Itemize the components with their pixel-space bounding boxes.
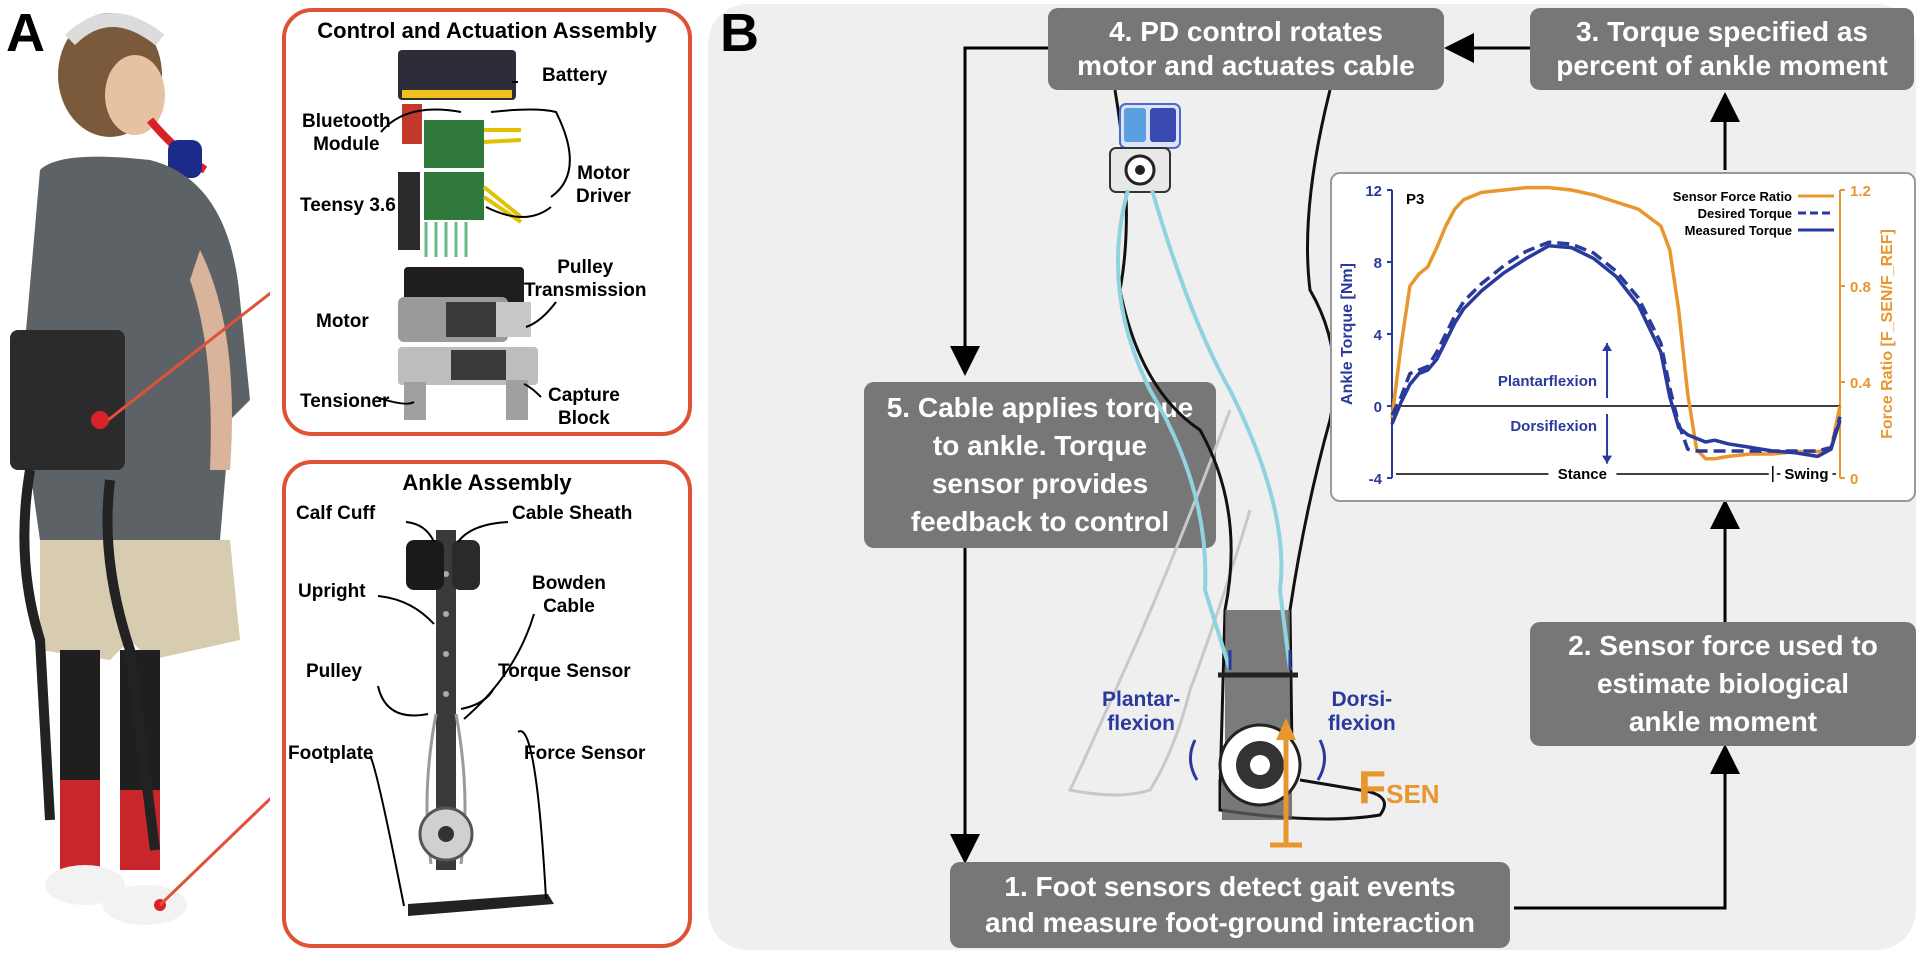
upright-label: Upright [298, 581, 366, 602]
stance-label-bg [1548, 464, 1617, 482]
participant-figure [10, 13, 302, 925]
motor-label: Motor [316, 311, 369, 332]
plantar-arrow-head [1602, 343, 1613, 351]
step-3-text: 3. Torque specified as percent of ankle … [1556, 16, 1888, 81]
torque-sensor-label: Torque Sensor [498, 661, 631, 682]
footplate-label: Footplate [288, 743, 374, 764]
ankle-assembly-drawing [369, 521, 554, 916]
step-2-text: 2. Sensor force used to estimate biologi… [1568, 630, 1878, 737]
bluetooth-label: Bluetooth Module [302, 111, 391, 155]
panel-a-letter: A [6, 3, 45, 63]
leg-illustration [1067, 90, 1386, 848]
calf-cuff-label: Calf Cuff [296, 503, 376, 524]
force-sensor-label: Force Sensor [524, 743, 646, 764]
right-tick-label: 0.8 [1850, 279, 1871, 296]
fsen-main: F [1358, 761, 1387, 813]
capture-block-label: Capture Block [548, 385, 620, 429]
step-3-box: 3. Torque specified as percent of ankle … [1530, 8, 1914, 90]
left-tick-label: 0 [1374, 399, 1382, 416]
cable-sheath-label: Cable Sheath [512, 503, 633, 524]
step-4-text: 4. PD control rotates motor and actuates… [1077, 16, 1415, 81]
pulley-label: Pulley [306, 661, 362, 682]
control-assembly-title: Control and Actuation Assembly [317, 18, 657, 43]
control-assembly-inset: Control and Actuation Assembly Battery B [282, 8, 692, 436]
left-tick-label: -4 [1369, 471, 1383, 488]
pulley-transmission-label: Pulley Transmission [524, 257, 647, 301]
ankle-assembly-inset: Ankle Assembly Calf Cuff Cable Sheath Up… [282, 460, 692, 948]
right-tick-label: 0 [1850, 471, 1858, 488]
participant-photo [0, 0, 302, 956]
legend-label: Desired Torque [1698, 206, 1792, 221]
stance-label: Stance [1558, 466, 1607, 483]
plantarflexion-label: Plantarflexion [1498, 373, 1597, 390]
step-2-box: 2. Sensor force used to estimate biologi… [1530, 622, 1916, 746]
dorsiflexion-leg-label: Dorsi- flexion [1328, 688, 1396, 735]
right-axis-title: Force Ratio [F_SEN/F_REF] [1879, 229, 1896, 439]
step-1-text: 1. Foot sensors detect gait events and m… [984, 871, 1476, 938]
bowden-cable-label: Bowden Cable [532, 573, 606, 617]
fsen-sub: SEN [1386, 779, 1440, 809]
series-line-measured-torque [1390, 244, 1842, 459]
fsen-label: FSEN [1358, 760, 1440, 814]
swing-label-bg [1780, 464, 1833, 482]
series-line-sensor-force-ratio [1390, 185, 1842, 461]
battery-label: Battery [542, 65, 608, 86]
left-tick-label: 4 [1374, 327, 1383, 344]
left-tick-label: 8 [1374, 255, 1382, 272]
step-5-text: 5. Cable applies torque to ankle. Torque… [886, 392, 1194, 537]
panel-b-letter: B [720, 3, 759, 63]
legend-label: Measured Torque [1685, 223, 1792, 238]
motor-driver-label: Motor Driver [576, 163, 631, 207]
legend-label: Sensor Force Ratio [1673, 189, 1792, 204]
right-tick-label: 0.4 [1850, 375, 1872, 392]
step-4-box: 4. PD control rotates motor and actuates… [1048, 8, 1444, 90]
torque-chart: 12 8 4 0 -4 1.2 0.8 0.4 0 Ankle Torque [Nm] Force … [1339, 183, 1896, 488]
dorsi-arrow-head [1602, 455, 1613, 464]
left-tick-label: 12 [1365, 183, 1382, 200]
torque-chart-box [1330, 172, 1916, 502]
swing-label: Swing [1784, 466, 1828, 483]
participant-label: P3 [1406, 191, 1424, 208]
control-assembly-drawing [375, 50, 571, 420]
plantarflexion-leg-label: Plantar- flexion [1102, 688, 1181, 735]
step-1-box: 1. Foot sensors detect gait events and m… [950, 862, 1510, 948]
series-line-desired-torque [1390, 240, 1842, 453]
left-axis-title: Ankle Torque [Nm] [1339, 263, 1356, 405]
ankle-assembly-title: Ankle Assembly [402, 470, 572, 495]
step-5-box: 5. Cable applies torque to ankle. Torque… [864, 382, 1216, 548]
tensioner-label: Tensioner [300, 391, 390, 412]
right-tick-label: 1.2 [1850, 183, 1871, 200]
dorsiflexion-label: Dorsiflexion [1510, 418, 1597, 435]
teensy-label: Teensy 3.6 [300, 195, 396, 216]
